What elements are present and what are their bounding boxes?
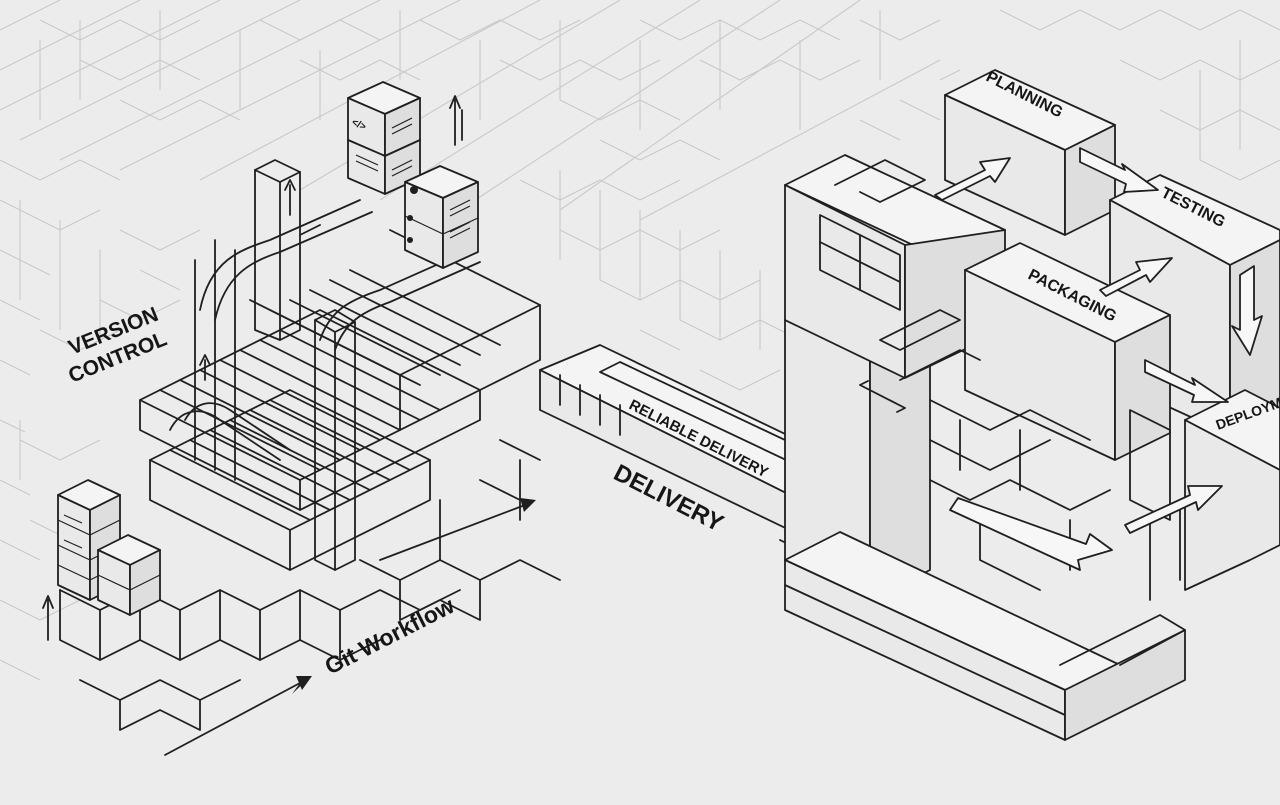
git-workflow-arrows bbox=[164, 498, 536, 756]
server-stack-right bbox=[404, 165, 479, 269]
server-stack-left bbox=[42, 479, 161, 641]
git-workflow-label: Git Workflow bbox=[320, 592, 458, 679]
version-control-structure bbox=[59, 95, 561, 731]
server-stack-top: </> bbox=[347, 81, 421, 195]
background-maze-pattern bbox=[0, 0, 1280, 681]
code-icon: </> bbox=[350, 117, 368, 133]
pipeline-blocks bbox=[784, 69, 1280, 741]
